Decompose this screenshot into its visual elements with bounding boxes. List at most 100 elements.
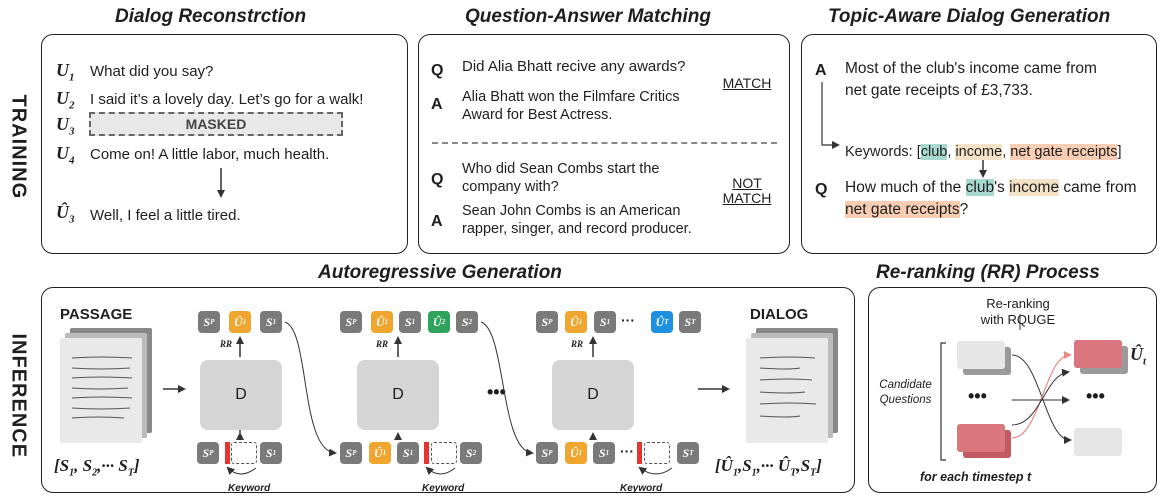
ranked-box-1	[1074, 340, 1122, 368]
timestep-footer: for each timestep t	[920, 470, 1032, 484]
qa-matching-title: Question-Answer Matching	[465, 6, 711, 27]
rerank-arrow-1	[1011, 354, 1072, 444]
rerank-caption: Re-ranking with RQUGE	[980, 296, 1056, 327]
keyword-income: income	[955, 144, 1003, 160]
qa-matching-panel	[418, 34, 790, 254]
topic-answer-text: Most of the club's income came from net …	[845, 60, 1097, 99]
ranked-box-2	[1074, 428, 1122, 456]
dialog-label: DIALOG	[750, 306, 809, 323]
reranking-panel	[868, 287, 1157, 493]
rr-label-1: RR	[220, 339, 233, 349]
a1-letter: A	[431, 96, 443, 113]
keywords-label: Keywords:	[845, 144, 913, 160]
u1-label: U1	[56, 60, 75, 84]
reranking-title: Re-ranking (RR) Process	[876, 262, 1100, 283]
q1-text: Did Alia Bhatt recive any awards?	[462, 58, 686, 75]
dialog-doc-icon	[746, 338, 828, 443]
candidate-ellipsis: •••	[968, 386, 987, 406]
dots-top: ···	[621, 312, 635, 328]
keyword-marker-1	[225, 442, 230, 464]
rr-label-t: RR	[571, 339, 584, 349]
keyword-marker-2	[424, 442, 429, 464]
keyword-arrow-1	[226, 466, 257, 476]
u2-label: U2	[56, 88, 75, 112]
keyword-label-t: Keyword	[620, 483, 663, 494]
steps-ellipsis: •••	[487, 382, 506, 402]
topic-question-text: How much of the club's income came from …	[845, 179, 1137, 218]
keywords-row: Keywords: [club, income, net gate receip…	[845, 144, 1122, 160]
step2-to-stept-curve	[480, 321, 534, 457]
decoder-d1: D	[200, 360, 282, 430]
candidate-box-1	[957, 341, 1005, 369]
ut-hat-label: Ût	[1130, 344, 1147, 368]
qa-divider	[432, 142, 777, 144]
keyword-arrow-t	[638, 466, 673, 475]
dialog-reconstruction-panel	[41, 34, 408, 254]
passage-label: PASSAGE	[60, 306, 133, 323]
topic-a-letter: A	[815, 62, 827, 79]
q1-letter: Q	[431, 62, 444, 79]
topic-q-letter: Q	[815, 181, 828, 198]
candidate-bracket	[940, 342, 946, 461]
q2-letter: Q	[431, 171, 444, 188]
match-label: MATCH	[722, 75, 772, 91]
keyword-net-gate-receipts: net gate receipts	[1010, 144, 1118, 160]
u3-hat-text: Well, I feel a little tired.	[90, 207, 241, 224]
a2-letter: A	[431, 213, 443, 230]
keyword-arrow-2	[425, 466, 456, 476]
autoregressive-title: Autoregressive Generation	[318, 262, 562, 283]
decoder-d2: D	[357, 360, 439, 430]
dialog-lines	[759, 356, 817, 418]
keyword-club: club	[920, 144, 948, 160]
candidate-box-2	[957, 424, 1005, 452]
a2-text: Sean John Combs is an American rapper, s…	[462, 203, 692, 237]
passage-doc-icon	[60, 338, 142, 443]
candidate-questions-label: Candidate Questions	[879, 379, 932, 406]
u4-label: U4	[56, 143, 75, 167]
masked-utterance: MASKED	[89, 112, 343, 136]
passage-lines	[71, 356, 133, 419]
rr-label-2: RR	[376, 339, 389, 349]
u2-text: I said it’s a lovely day. Let’s go for a…	[90, 91, 364, 108]
u3-label: U3	[56, 114, 75, 138]
u1-text: What did you say?	[90, 63, 214, 80]
ranked-ellipsis: •••	[1086, 386, 1105, 406]
masked-slot-t	[644, 442, 670, 464]
dialog-sequence: [Û1,S1,··· ÛT,ST]	[715, 456, 822, 479]
masked-slot-2	[431, 442, 457, 464]
not-match-label: NOT MATCH	[722, 175, 772, 206]
step1-to-step2-curve	[284, 321, 337, 457]
keyword-marker-t	[637, 442, 642, 464]
keyword-label-2: Keyword	[422, 483, 465, 494]
decoder-dt: D	[552, 360, 634, 430]
answer-to-keywords-arrow	[821, 82, 840, 149]
dialog-reconstruction-title: Dialog Reconstrction	[115, 6, 307, 27]
keyword-label-1: Keyword	[228, 483, 271, 494]
masked-slot-1	[231, 442, 257, 464]
rerank-arrow-2	[1011, 351, 1072, 439]
passage-sequence: [S1, S2,··· ST]	[54, 456, 140, 479]
